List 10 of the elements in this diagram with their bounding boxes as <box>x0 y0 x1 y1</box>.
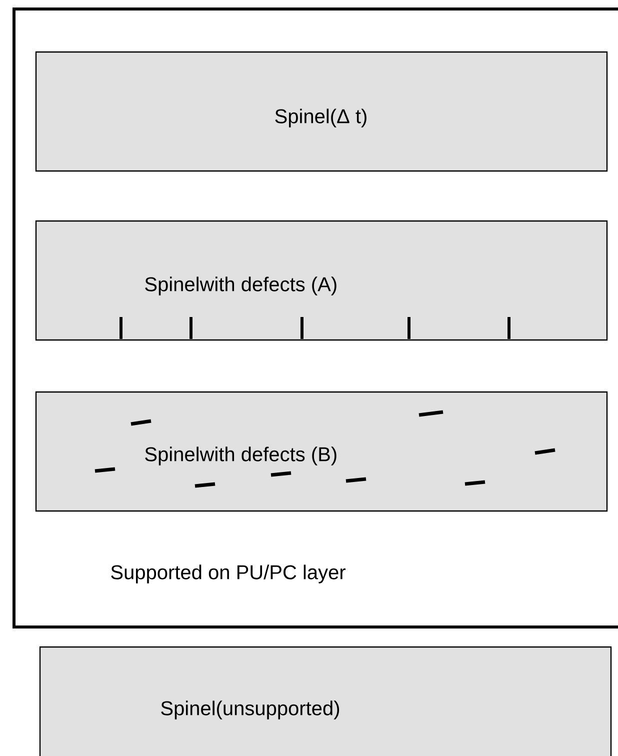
layer-box <box>35 220 608 341</box>
layer-box <box>35 51 608 172</box>
layer-label: Spinel(Δ t) <box>275 108 366 128</box>
layer-box <box>39 646 612 756</box>
layer-box <box>35 391 608 512</box>
frame <box>12 8 618 628</box>
layer-label: Spinelwith defects (B) <box>145 446 336 466</box>
frame-label: Supported on PU/PC layer <box>111 564 346 584</box>
layer-label: Spinelwith defects (A) <box>145 276 336 296</box>
layer-label: Spinel(unsupported) <box>161 700 340 720</box>
